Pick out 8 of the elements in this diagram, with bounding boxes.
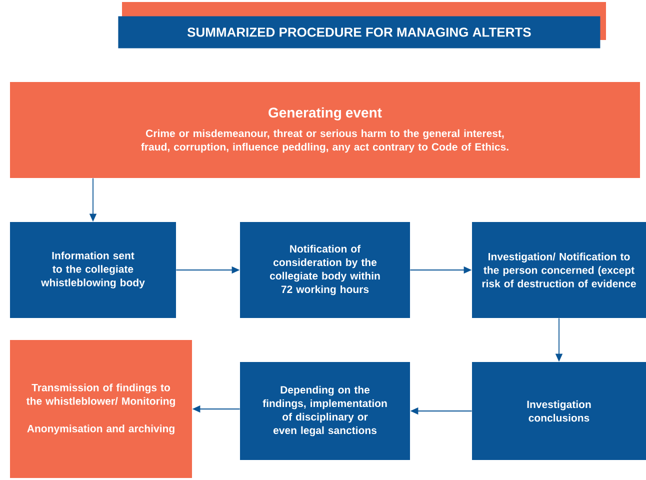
process-box: Information sent to the collegiate whistleblowing body [10,222,176,318]
process-box: Depending on the findings, implementation of disciplinary or even legal sanctions [240,362,410,460]
outcome-box: Transmission of findings to the whistleblower/ Monitoring Anonymisation and archiving [10,340,192,478]
event-box: Generating event Crime or misdemeanour, threat or serious harm to the general interest, fraud, corruption, influence peddling, any act contrary to Code of Ethics. [10,82,640,178]
process-box: Investigation conclusions [472,362,646,460]
title-banner: SUMMARIZED PROCEDURE FOR MANAGING ALTERTS [118,2,606,48]
process-box: Notification of consideration by the collegiate body within 72 working hours [240,222,410,318]
process-box: Investigation/ Notification to the person concerned (except risk of destruction of evidence [472,222,646,318]
